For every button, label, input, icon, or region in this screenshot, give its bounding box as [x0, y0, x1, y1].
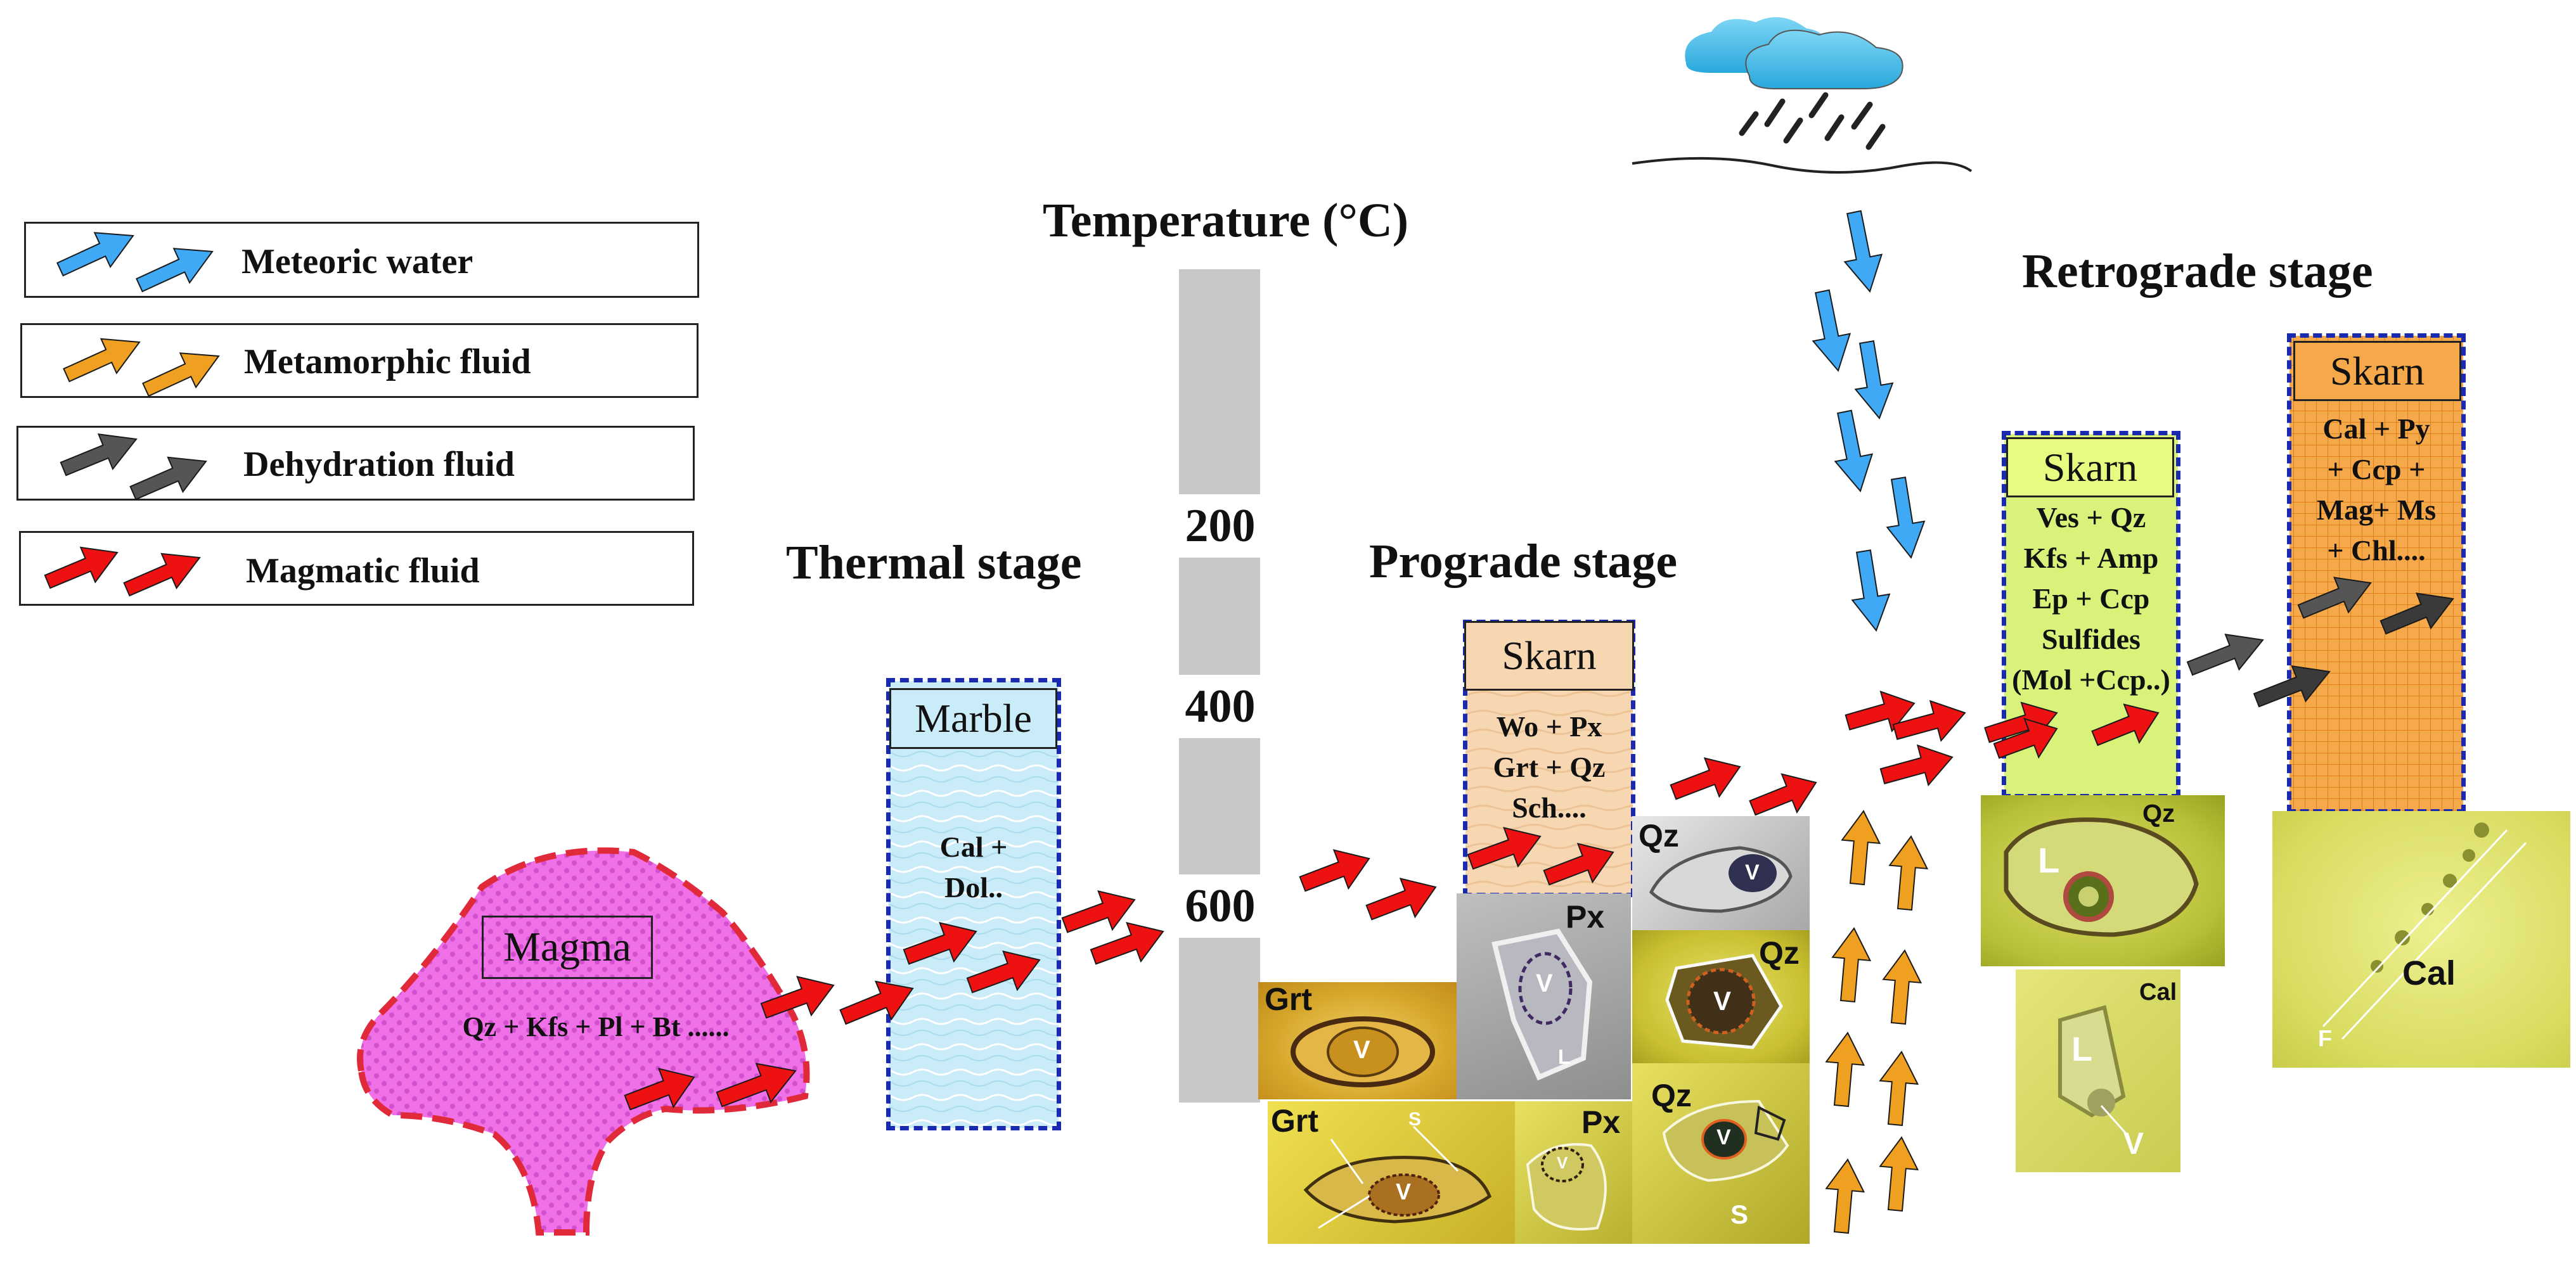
legend-label-magmatic: Magmatic fluid [246, 551, 480, 591]
photo-px-inclusion-1: V L [1457, 893, 1631, 1099]
legend-magmatic-fluid: Magmatic fluid [19, 531, 694, 606]
photo-qz-inclusion-retrograde: L [1981, 795, 2225, 966]
photo-qz2-v: V [1713, 986, 1732, 1016]
photo-grt2-v: V [1396, 1179, 1412, 1205]
ground-surface-line [1632, 157, 1973, 174]
photo-grt1-v: V [1353, 1036, 1370, 1064]
photo-label-cal-retrograde: Cal [2139, 979, 2177, 1006]
marble-texture [889, 681, 1059, 1128]
photo-label-qz-retrograde: Qz [2142, 800, 2175, 828]
marble-box [886, 678, 1061, 1130]
photo-qz-retro-l: L [2038, 840, 2060, 880]
retrograde-skarn1-minerals: Ves + Qz Kfs + Amp Ep + Ccp Sulfides (Mo… [2012, 501, 2170, 696]
photo-px-inclusion-2: V [1515, 1101, 1632, 1244]
photo-label-grt-1: Grt [1265, 981, 1312, 1017]
photo-cal-retro-v: V [2123, 1127, 2144, 1161]
photo-qz-inclusion-3: V S [1632, 1063, 1810, 1244]
stage-title-retrograde: Retrograde stage [2022, 245, 2373, 298]
photo-qz-inclusion-1: V [1632, 816, 1810, 930]
legend-label-meteoric: Meteoric water [242, 242, 473, 281]
prograde-skarn-label: Skarn [1464, 621, 1634, 691]
legend-metamorphic-fluid: Metamorphic fluid [20, 323, 699, 398]
photo-qz3-s: S [1730, 1199, 1749, 1229]
photo-qz1-v: V [1745, 860, 1760, 885]
photo-cal-retro-l: L [2071, 1030, 2092, 1068]
retro-skarn2-texture [2289, 336, 2463, 811]
photo-label-px-2: Px [1581, 1104, 1621, 1140]
magma-minerals: Qz + Kfs + Pl + Bt ...... [462, 1011, 730, 1042]
photo-label-qz-1: Qz [1639, 818, 1679, 854]
legend-label-metamorphic: Metamorphic fluid [244, 342, 531, 381]
prograde-skarn-minerals: Wo + Px Grt + Qz Sch.... [1493, 710, 1606, 824]
photo-cal-large-f: F [2318, 1025, 2332, 1051]
retrograde-skarn2-label: Skarn [2293, 341, 2461, 401]
photo-px1-l: L [1558, 1045, 1571, 1068]
photo-qz-inclusion-2: V [1632, 930, 1810, 1063]
retrograde-skarn1-label: Skarn [2006, 437, 2174, 497]
marble-label: Marble [889, 688, 1057, 749]
photo-grt-inclusion-2: V S [1268, 1101, 1515, 1244]
photo-grt2-s: S [1408, 1109, 1422, 1130]
temperature-title: Temperature (°C) [1043, 194, 1409, 247]
magma-body [357, 847, 810, 1236]
photo-cal-inclusion-large: F [2272, 811, 2570, 1068]
photo-label-px-1: Px [1566, 899, 1605, 935]
stage-title-prograde: Prograde stage [1369, 535, 1678, 588]
legend-label-dehydration: Dehydration fluid [243, 445, 515, 484]
photo-label-qz-2: Qz [1759, 935, 1800, 971]
temperature-tick-600: 600 [1166, 874, 1274, 938]
photo-label-grt-2: Grt [1271, 1103, 1318, 1139]
photo-px2-v: V [1557, 1153, 1568, 1172]
retrograde-skarn2-box [2287, 333, 2466, 814]
magma-label: Magma [482, 916, 653, 979]
legend-meteoric-water: Meteoric water [24, 222, 699, 298]
retrograde-skarn2-minerals: Cal + Py + Ccp + Mag+ Ms + Chl.... [2316, 412, 2437, 566]
temperature-tick-200: 200 [1166, 494, 1274, 558]
temperature-tick-400: 400 [1166, 675, 1274, 738]
photo-qz3-v: V [1716, 1125, 1731, 1149]
marble-minerals: Cal + Dol.. [939, 831, 1008, 904]
photo-label-qz-3: Qz [1651, 1078, 1692, 1113]
photo-cal-inclusion-retrograde: L V [2016, 969, 2180, 1172]
photo-px1-v: V [1536, 969, 1553, 997]
legend-dehydration-fluid: Dehydration fluid [16, 426, 695, 501]
photo-label-cal-large: Cal [2402, 954, 2456, 992]
stage-title-thermal: Thermal stage [786, 536, 1082, 589]
photo-grt-inclusion-1: V [1258, 982, 1464, 1099]
rain-cloud [1685, 17, 1903, 150]
